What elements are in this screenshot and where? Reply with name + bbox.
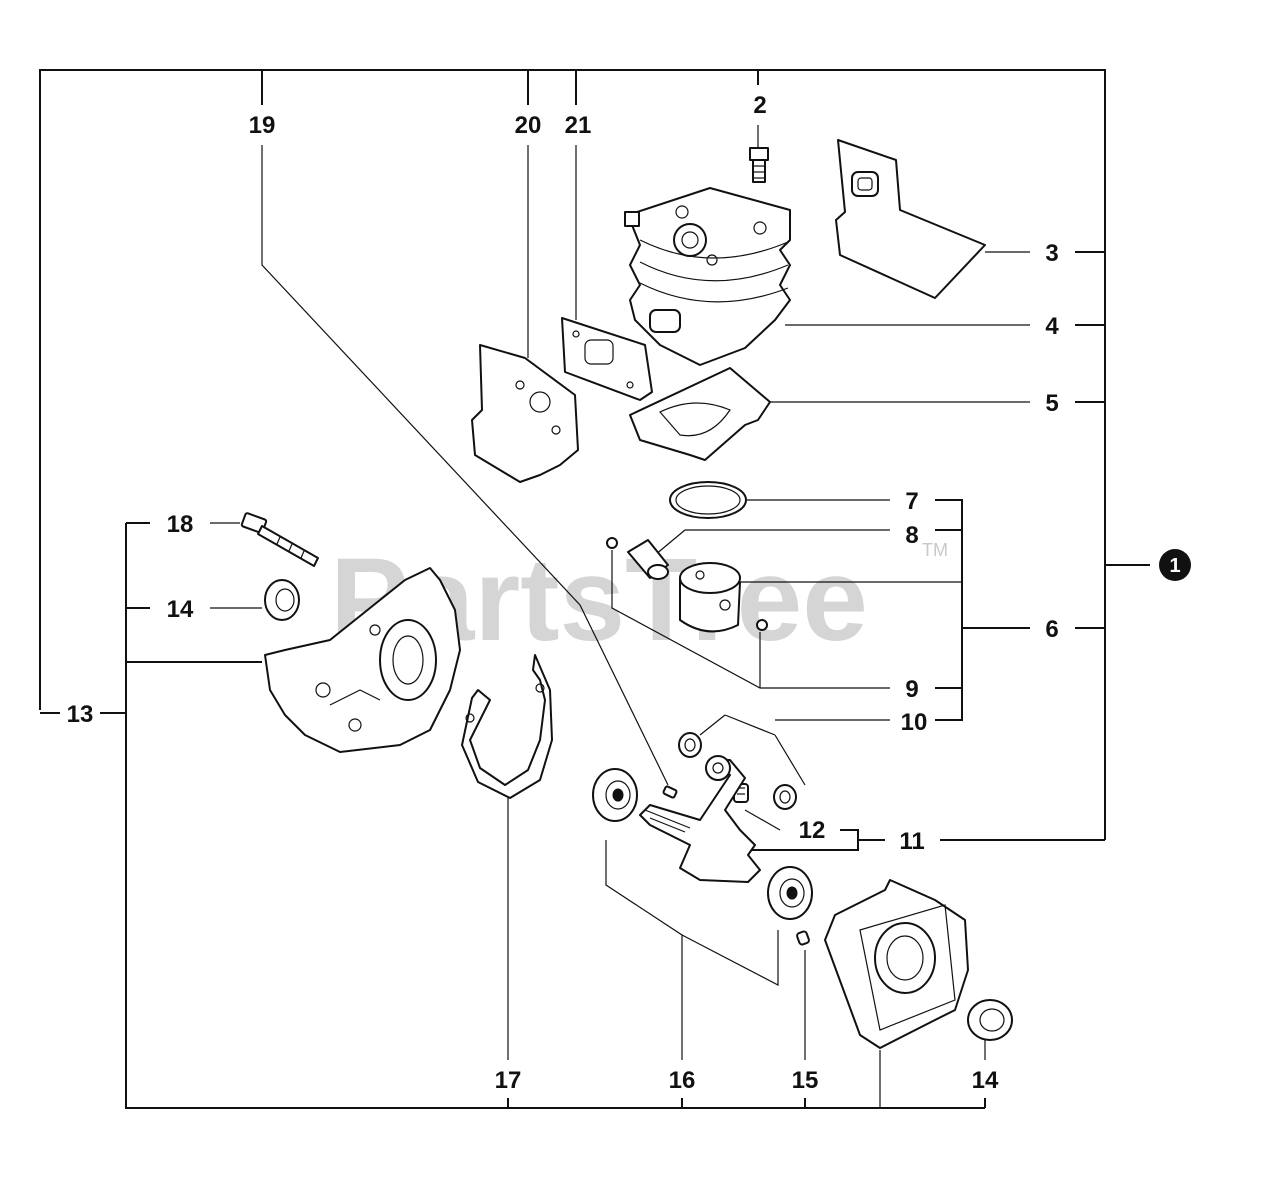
label-17: 17 bbox=[495, 1067, 522, 1094]
piston-ring bbox=[669, 481, 747, 519]
exhaust-gasket bbox=[561, 317, 653, 401]
circlip-right bbox=[756, 619, 768, 631]
crankcase-left bbox=[264, 567, 461, 753]
label-14-left: 14 bbox=[167, 596, 194, 623]
circlip-left bbox=[606, 537, 618, 549]
label-13: 13 bbox=[67, 701, 94, 728]
oil-seal-left bbox=[264, 579, 300, 621]
base-gasket bbox=[629, 367, 771, 461]
label-2: 2 bbox=[753, 92, 766, 119]
intake-gasket bbox=[471, 344, 579, 483]
label-16: 16 bbox=[669, 1067, 696, 1094]
cylinder bbox=[624, 187, 791, 366]
label-20: 20 bbox=[515, 112, 542, 139]
label-21: 21 bbox=[565, 112, 592, 139]
woodruff-key bbox=[662, 785, 678, 799]
crankcase-screw bbox=[240, 512, 319, 567]
crankcase-gasket bbox=[461, 654, 553, 799]
ball-bearing-right bbox=[767, 866, 813, 920]
heat-shield bbox=[835, 139, 986, 299]
label-15: 15 bbox=[792, 1067, 819, 1094]
needle-bearing-left bbox=[678, 732, 702, 758]
label-8: 8 bbox=[905, 522, 918, 549]
assembly-badge-number: 1 bbox=[1169, 555, 1180, 577]
piston bbox=[679, 562, 741, 633]
oil-seal-right bbox=[967, 999, 1013, 1041]
ball-bearing-left bbox=[592, 768, 638, 822]
crankshaft bbox=[639, 755, 761, 883]
label-14-right: 14 bbox=[972, 1067, 999, 1094]
label-19: 19 bbox=[249, 112, 276, 139]
label-9: 9 bbox=[905, 676, 918, 703]
callout-lines bbox=[39, 69, 1150, 1109]
label-18: 18 bbox=[167, 511, 194, 538]
dowel-pin bbox=[796, 930, 810, 946]
cylinder-bolt bbox=[749, 147, 769, 183]
watermark-trademark: TM bbox=[922, 540, 948, 560]
label-7: 7 bbox=[905, 488, 918, 515]
label-4: 4 bbox=[1045, 313, 1059, 340]
needle-bearing-right bbox=[773, 784, 797, 810]
label-3: 3 bbox=[1045, 240, 1058, 267]
crankcase-right bbox=[824, 879, 969, 1049]
assembly-badge: 1 bbox=[1159, 549, 1191, 581]
label-10: 10 bbox=[901, 709, 928, 736]
label-12: 12 bbox=[799, 817, 826, 844]
label-11: 11 bbox=[899, 828, 924, 855]
callout-labels: 19 20 21 2 3 4 5 7 8 6 9 10 12 11 18 14 … bbox=[67, 92, 1060, 1094]
piston-pin bbox=[627, 539, 669, 580]
label-5: 5 bbox=[1045, 390, 1058, 417]
label-6: 6 bbox=[1045, 616, 1058, 643]
